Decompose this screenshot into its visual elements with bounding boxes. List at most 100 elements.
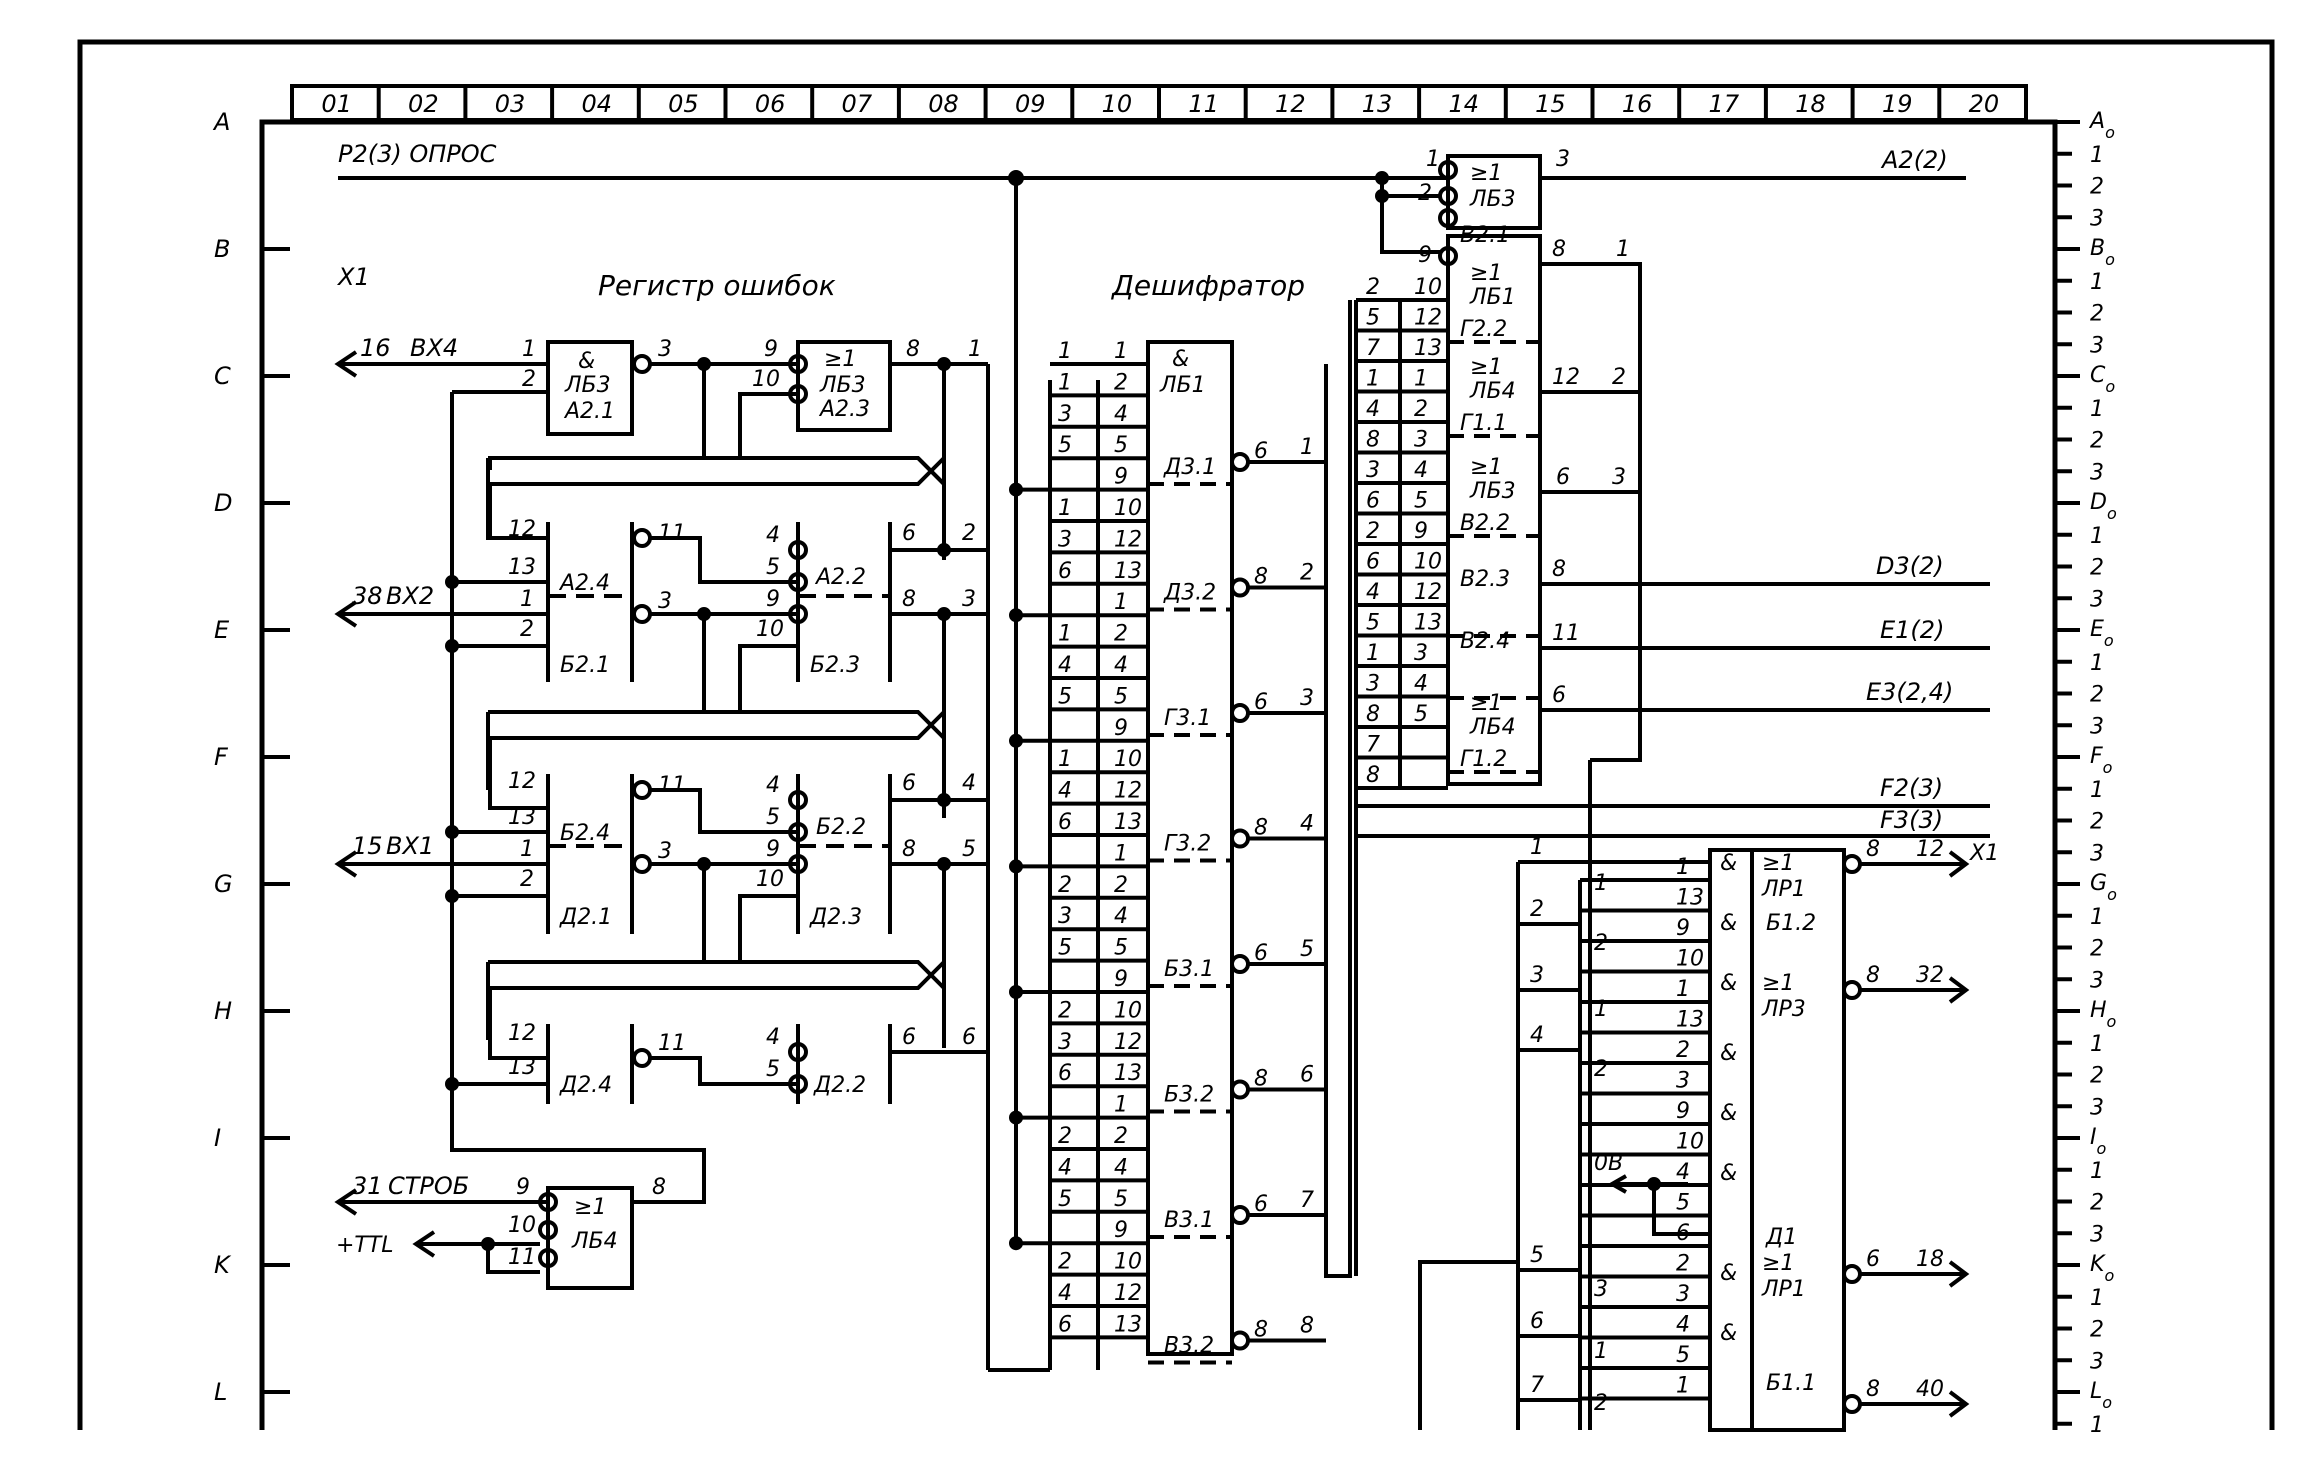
input-bx4-name: BX4 [410, 334, 458, 362]
and-sym: & [1720, 851, 1737, 876]
decoder-in-right: 4 [1114, 904, 1128, 929]
decoder-in-right: 4 [1114, 653, 1128, 678]
ruler-sub-label: 3 [2090, 841, 2104, 866]
decoder-in-right: 13 [1114, 1312, 1142, 1337]
row-letter: I [214, 1124, 221, 1152]
lr-out-pin: 8 [1866, 1377, 1880, 1402]
lr-gate-body-2 [1750, 848, 1846, 1432]
input-bx1-name: BX1 [386, 832, 434, 860]
reg-out-3: 3 [962, 587, 976, 612]
lr-out-arrow [1948, 1260, 1970, 1288]
decoder-in-left: 5 [1058, 684, 1072, 709]
register-title: Регистр ошибок [598, 269, 836, 302]
junction [1009, 985, 1023, 999]
ruler-sub-label: 2 [2090, 1318, 2104, 1343]
pin: 3 [658, 589, 672, 614]
lr-gate-sym: ≥1 [1762, 971, 1794, 996]
decoder-in-right: 5 [1114, 433, 1128, 458]
decoder-in-left: 1 [1058, 370, 1072, 395]
lower-right-gates: 0В 113910113239104562345112345671212312 … [1418, 835, 1999, 1432]
decoder-in-left: 4 [1058, 1281, 1072, 1306]
pin: 13 [508, 805, 536, 830]
lr-gate-ref: Б1.1 [1766, 1371, 1816, 1396]
decoder-in-right: 2 [1114, 370, 1128, 395]
pin: 4 [766, 1025, 780, 1050]
ur-in-left: 6 [1366, 550, 1380, 575]
decoder-in-right: 2 [1114, 622, 1128, 647]
decoder-out-bubble [1230, 703, 1250, 723]
input-bx1: 15 BX1 [334, 832, 548, 878]
pin: 1 [520, 837, 534, 862]
gate-lb4: ≥1 ЛБ4 9 10 11 8 [508, 1175, 666, 1290]
decoder-in-right: 13 [1114, 559, 1142, 584]
decoder-in-left: 4 [1058, 779, 1072, 804]
decoder-in-left: 6 [1058, 1061, 1072, 1086]
gate-a2-4: A2.4 Б2.1 12 13 1 2 11 3 [508, 517, 686, 682]
decoder-out-num: 3 [1300, 686, 1314, 711]
f2-3-label: F2(3) [1880, 774, 1943, 802]
lr-pin: 2 [1676, 1252, 1690, 1277]
lr-pin: 4 [1676, 1313, 1690, 1338]
junction [1009, 482, 1023, 497]
lr-gate-sym: ≥1 [1762, 851, 1794, 876]
gate-b2-2-ref: Б2.2 [816, 815, 866, 840]
column-label: 20 [1969, 90, 2000, 118]
row-letter: L [214, 1378, 227, 1406]
pin: 1 [522, 337, 536, 362]
ruler-letter: Bo [2090, 236, 2115, 269]
gate-b2-1-ref: Б2.1 [560, 653, 610, 678]
pin: 9 [766, 587, 780, 612]
gate-d2-4: Д2.4 12 13 11 [508, 1021, 686, 1104]
ur-gate-sym: ≥1 [1470, 261, 1502, 286]
e3-24-label: E3(2,4) [1866, 678, 1953, 706]
decoder-out-bubble [1230, 577, 1250, 598]
ur-in-right: 1 [1414, 367, 1428, 392]
ur-gate-type: ЛБ3 [1469, 479, 1516, 504]
junction [445, 825, 459, 839]
gate-lb4-type: ЛБ4 [571, 1229, 618, 1254]
pin: 6 [1556, 465, 1570, 490]
cross-wires-3 [486, 864, 946, 1060]
column-label: 04 [581, 90, 612, 118]
lr-out-num: 12 [1916, 837, 1944, 862]
pin: 5 [766, 805, 780, 830]
column-label: 08 [928, 90, 959, 118]
junction [445, 575, 459, 589]
pin: 12 [508, 517, 536, 542]
reg-out-2: 2 [962, 521, 976, 546]
decoder-in-left: 3 [1058, 527, 1072, 552]
pin: 11 [658, 521, 686, 546]
column-label: 17 [1709, 90, 1740, 118]
decoder-out-num: 8 [1300, 1314, 1314, 1339]
gate-b2-4: Б2.4 Д2.1 12 13 1 2 11 3 [508, 769, 686, 934]
input-strob-num: 31 [352, 1172, 383, 1200]
lr-out-bubble [1842, 980, 1862, 1000]
decoder-out-num: 1 [1300, 435, 1314, 460]
and-sym: & [1720, 911, 1737, 936]
ur-gate-ref: B2.3 [1460, 567, 1510, 592]
decoder-in-right: 2 [1114, 873, 1128, 898]
lr-left-num: 6 [1530, 1309, 1544, 1334]
gate-a2-1-sym: & [578, 349, 595, 374]
column-label: 06 [755, 90, 786, 118]
column-label: 05 [668, 90, 699, 118]
column-label: 01 [321, 90, 352, 118]
lr-pin: 9 [1676, 1099, 1690, 1124]
lr-pin: 3 [1676, 1069, 1690, 1094]
decoder-out-num: 4 [1300, 812, 1314, 837]
pin: 6 [902, 771, 916, 796]
input-strob-name: СТРОБ [388, 1172, 469, 1200]
decoder-out-pin: 6 [1254, 439, 1268, 464]
lr-out-arrow [1948, 1390, 1970, 1418]
lr-out-bubble [1842, 854, 1862, 874]
decoder-in-right: 4 [1114, 402, 1128, 427]
decoder-ref: Г3.1 [1164, 706, 1211, 731]
cross-wires-1 [488, 364, 946, 560]
junction [1008, 170, 1024, 186]
decoder-ref: Б3.1 [1164, 957, 1214, 982]
decoder-ref: Г3.2 [1164, 832, 1211, 857]
ruler-sub-label: 1 [2090, 397, 2104, 422]
decoder-out-bubble [1230, 1205, 1250, 1225]
